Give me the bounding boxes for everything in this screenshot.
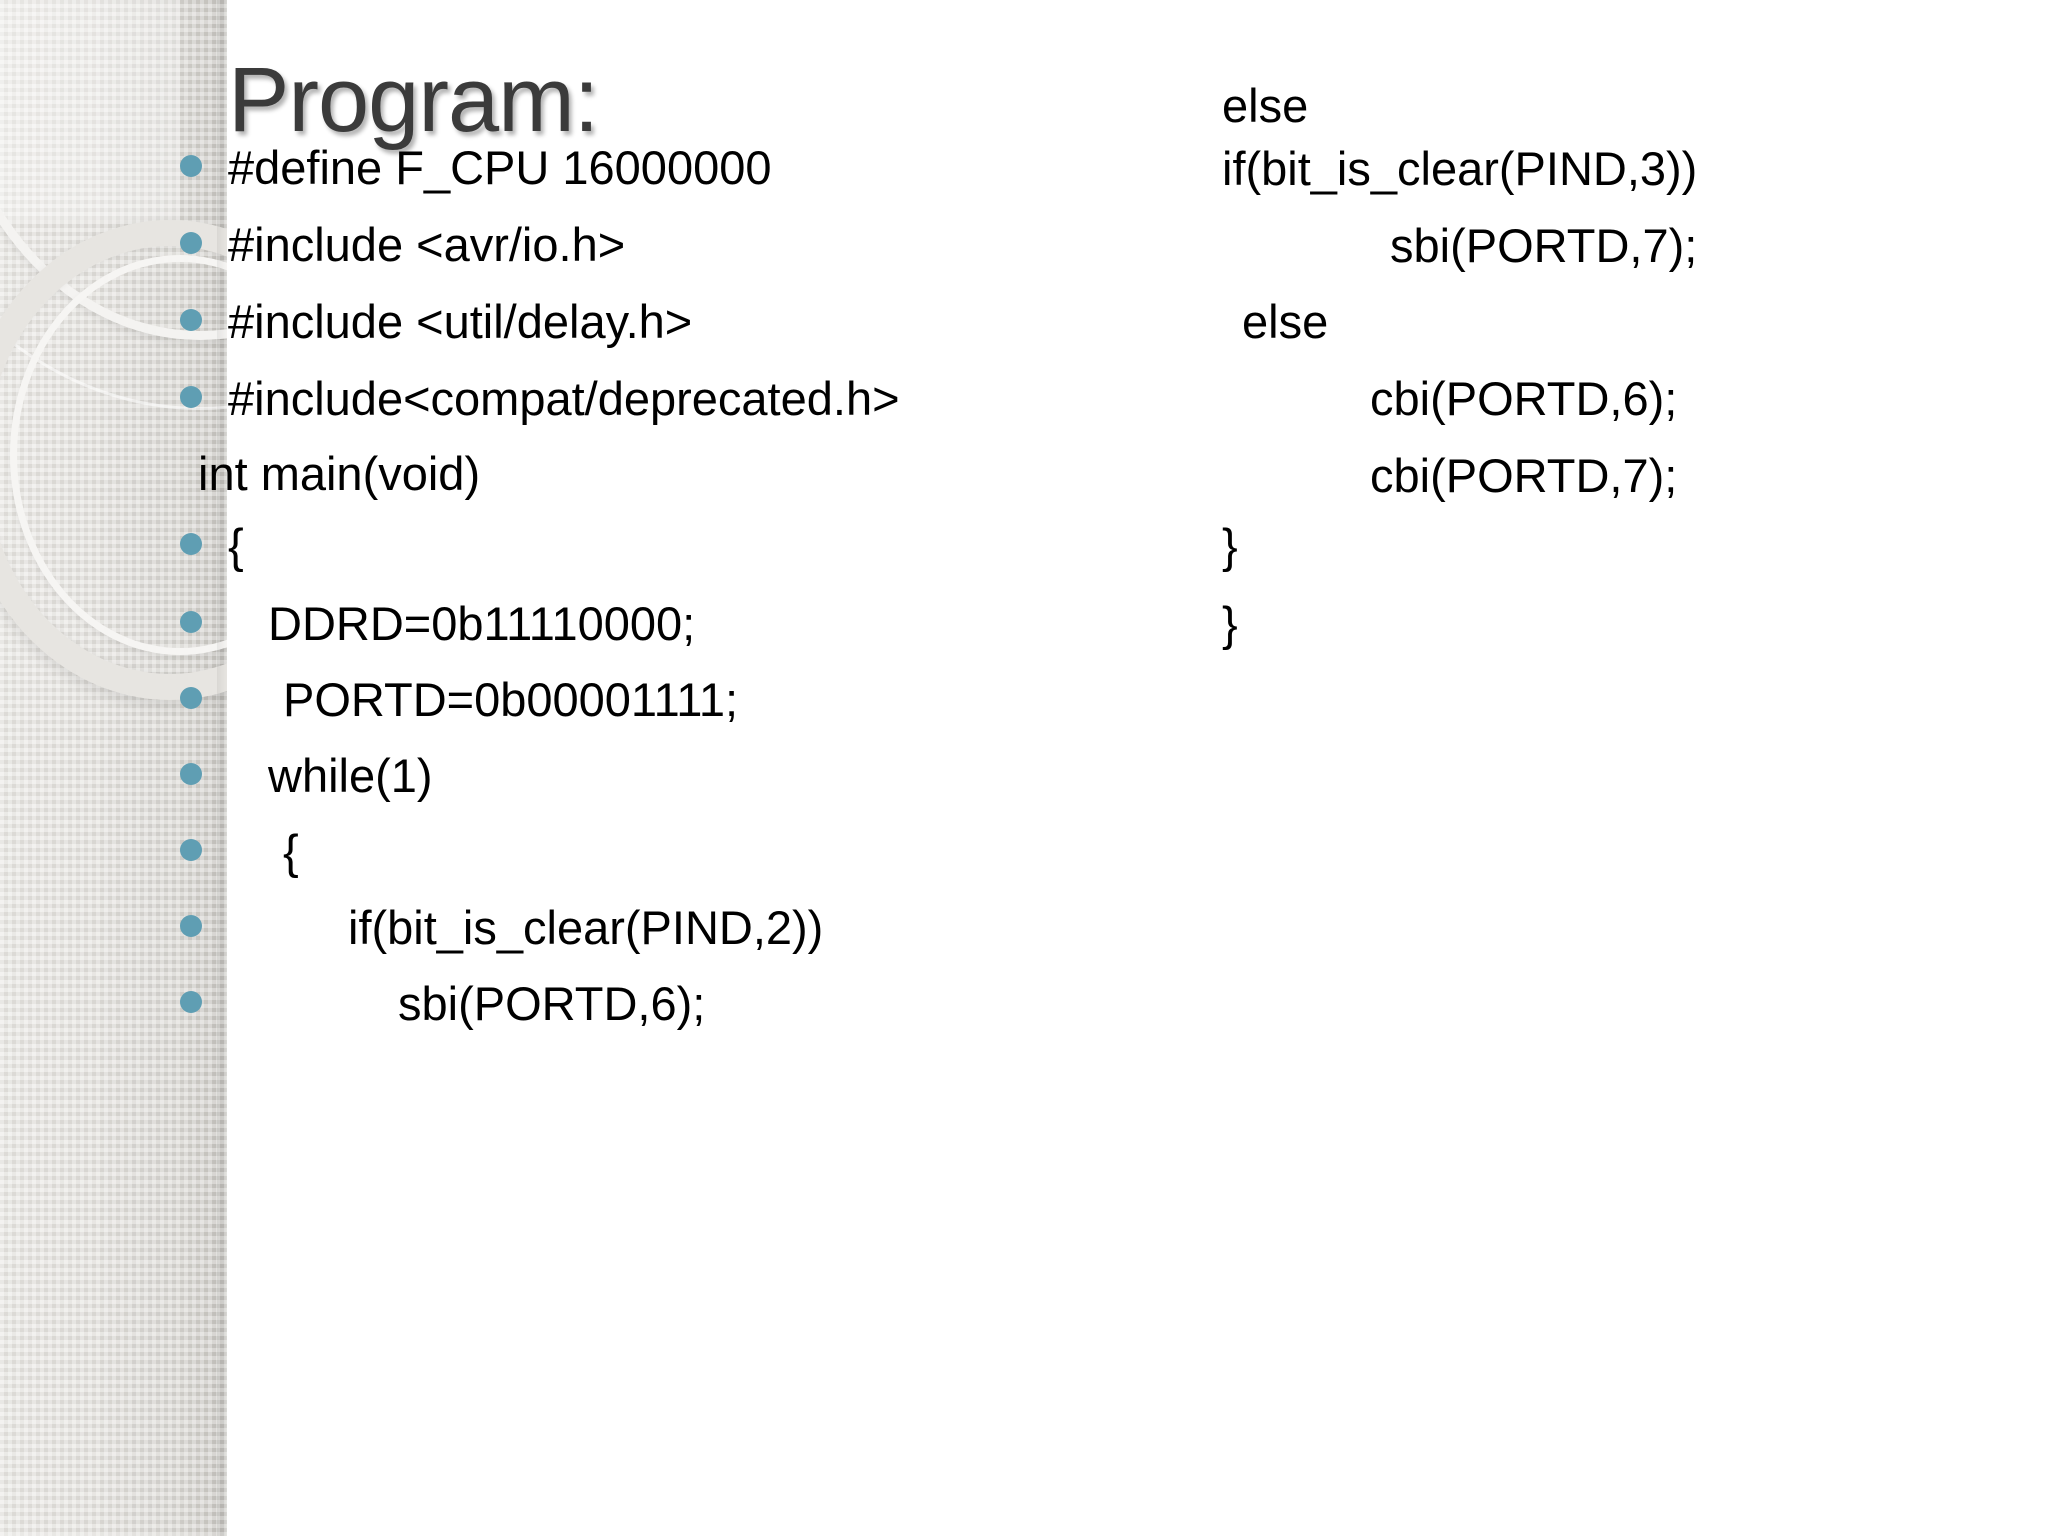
code-line: else [1222,79,1309,132]
code-line: #include<compat/deprecated.h> [228,372,900,425]
slide-title: Program: [228,49,599,151]
bullet-marker [180,232,202,254]
bullet-marker [180,533,202,555]
code-line: } [1222,597,1238,650]
code-line: { [228,519,244,572]
bullet-marker [180,155,202,177]
code-line: int main(void) [198,447,481,500]
bullet-marker [180,839,202,861]
bullet-marker [180,309,202,331]
bullet-marker [180,991,202,1013]
bullet-marker [180,386,202,408]
code-line: { [283,825,299,878]
code-line: cbi(PORTD,6); [1370,372,1678,425]
code-line: PORTD=0b00001111; [283,673,739,726]
code-line: while(1) [268,749,433,802]
code-line: } [1222,519,1238,572]
code-line: if(bit_is_clear(PIND,3)) [1222,142,1698,195]
code-line: sbi(PORTD,7); [1390,219,1698,272]
code-line: if(bit_is_clear(PIND,2)) [348,901,824,954]
bullet-marker [180,763,202,785]
code-line: else [1242,295,1329,348]
code-line: sbi(PORTD,6); [398,977,706,1030]
bullet-marker [180,915,202,937]
bullet-marker [180,687,202,709]
code-line: DDRD=0b11110000; [268,597,696,650]
sidebar-edge-shadow [217,0,227,1536]
code-line: #include <avr/io.h> [228,218,626,271]
code-line: cbi(PORTD,7); [1370,449,1678,502]
bullet-marker [180,611,202,633]
code-line: #include <util/delay.h> [228,295,693,348]
code-line: #define F_CPU 16000000 [228,141,772,194]
